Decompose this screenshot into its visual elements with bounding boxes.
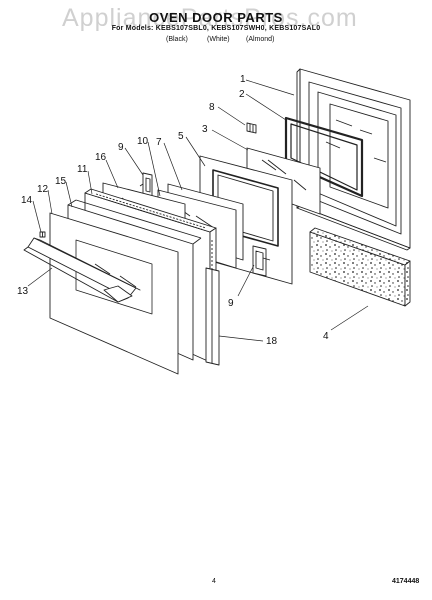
- callout-4: 4: [323, 331, 329, 342]
- document-code: 4174448: [392, 578, 420, 585]
- part-clip: [246, 122, 257, 134]
- watermark: AppliancePartsPros.com: [62, 4, 358, 32]
- callout-13: 13: [17, 286, 29, 297]
- callout-1: 1: [240, 74, 246, 85]
- leader-lines: [27, 79, 369, 342]
- callout-11: 11: [77, 164, 88, 175]
- finish-white: (White): [207, 36, 230, 43]
- callout-labels: 1 2 8 3 5 7 10 9 16 11 15 12 14 13 9 4 1…: [17, 74, 329, 347]
- callout-9-lower: 9: [228, 298, 234, 309]
- part-door-handle: [23, 237, 141, 303]
- page-title: OVEN DOOR PARTS: [149, 10, 283, 25]
- callout-15: 15: [55, 176, 67, 187]
- callout-8: 8: [209, 102, 215, 113]
- callout-12: 12: [37, 184, 49, 195]
- model-list: For Models: KEBS107SBL0, KEBS107SWH0, KE…: [111, 25, 321, 32]
- callout-18: 18: [266, 336, 278, 347]
- finish-black: (Black): [166, 36, 188, 43]
- part-hinge-lower: [252, 245, 271, 277]
- part-side-trim: [205, 267, 220, 366]
- part-door-gasket: [284, 116, 364, 198]
- part-door-liner: [296, 68, 411, 251]
- callout-3: 3: [202, 124, 208, 135]
- finish-almond: (Almond): [246, 36, 275, 43]
- callout-10: 10: [137, 136, 149, 147]
- callout-7: 7: [156, 137, 162, 148]
- page-number: 4: [212, 578, 216, 585]
- callout-9-upper: 9: [118, 142, 124, 153]
- callout-14: 14: [21, 195, 33, 206]
- part-insulation-block: [309, 227, 411, 307]
- callout-5: 5: [178, 131, 184, 142]
- callout-2: 2: [239, 89, 245, 100]
- callout-16: 16: [95, 152, 107, 163]
- part-handle-screw: [39, 231, 46, 238]
